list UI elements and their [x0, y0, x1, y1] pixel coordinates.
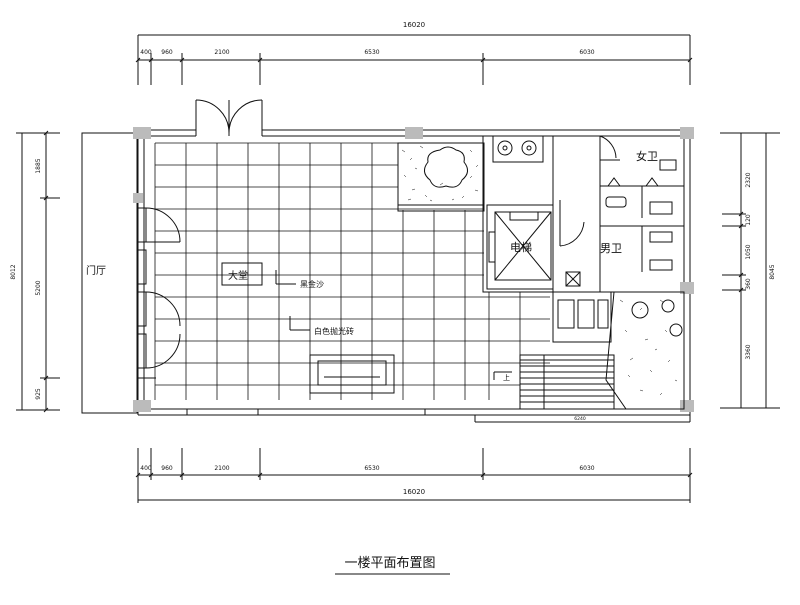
toilet-block — [552, 135, 684, 293]
top-dimension-chain — [135, 34, 693, 85]
stair-and-pantry — [493, 291, 685, 410]
top-total-dim: 16020 — [403, 21, 425, 29]
right-dim-5: 3360 — [745, 344, 752, 359]
inner-bottom-dim: 6240 — [574, 416, 586, 422]
bottom-dim-2: 960 — [161, 465, 173, 472]
bottom-dim-3: 2100 — [214, 465, 229, 472]
bottom-dimension-chain — [135, 448, 693, 503]
bottom-dim-4: 6530 — [364, 465, 379, 472]
top-dim-4: 6530 — [364, 49, 379, 56]
right-dim-3: 1050 — [745, 244, 752, 259]
left-total-dim: 8012 — [10, 264, 17, 279]
label-entrance-hall: 门厅 — [86, 264, 106, 277]
top-dim-3: 2100 — [214, 49, 229, 56]
top-dim-5: 6030 — [579, 49, 594, 56]
top-dim-1: 400 — [140, 49, 152, 56]
left-dim-3: 925 — [35, 388, 42, 400]
label-tile: 白色抛光砖 — [314, 326, 354, 336]
drawing-title: 一楼平面布置图 — [344, 556, 436, 571]
bottom-total-dim: 16020 — [403, 488, 425, 496]
entrance-double-door — [195, 99, 263, 136]
right-dimension-chain — [720, 132, 780, 409]
label-sofa: 黑金沙 — [300, 279, 324, 289]
right-dim-2: 120 — [745, 214, 752, 226]
elevator-core — [482, 135, 585, 293]
left-dim-2: 5200 — [35, 280, 42, 295]
label-mens-wc: 男卫 — [600, 242, 622, 255]
top-dim-2: 960 — [161, 49, 173, 56]
label-stair-up: 上 — [503, 373, 510, 382]
left-dimension-chain — [16, 130, 60, 413]
floor-tile-grid — [154, 142, 550, 400]
right-dim-4: 360 — [745, 278, 752, 290]
label-lobby: 大堂 — [228, 269, 248, 282]
right-total-dim: 8045 — [769, 264, 776, 279]
planter-box — [397, 142, 485, 212]
bottom-dim-1: 400 — [140, 465, 152, 472]
label-womens-wc: 女卫 — [636, 149, 658, 163]
label-elevator: 电梯 — [510, 241, 532, 254]
left-dim-1: 1885 — [35, 158, 42, 173]
bottom-dim-5: 6030 — [579, 465, 594, 472]
reception-desk — [221, 262, 395, 394]
left-side-doors — [137, 207, 181, 379]
right-dim-1: 2320 — [745, 172, 752, 187]
